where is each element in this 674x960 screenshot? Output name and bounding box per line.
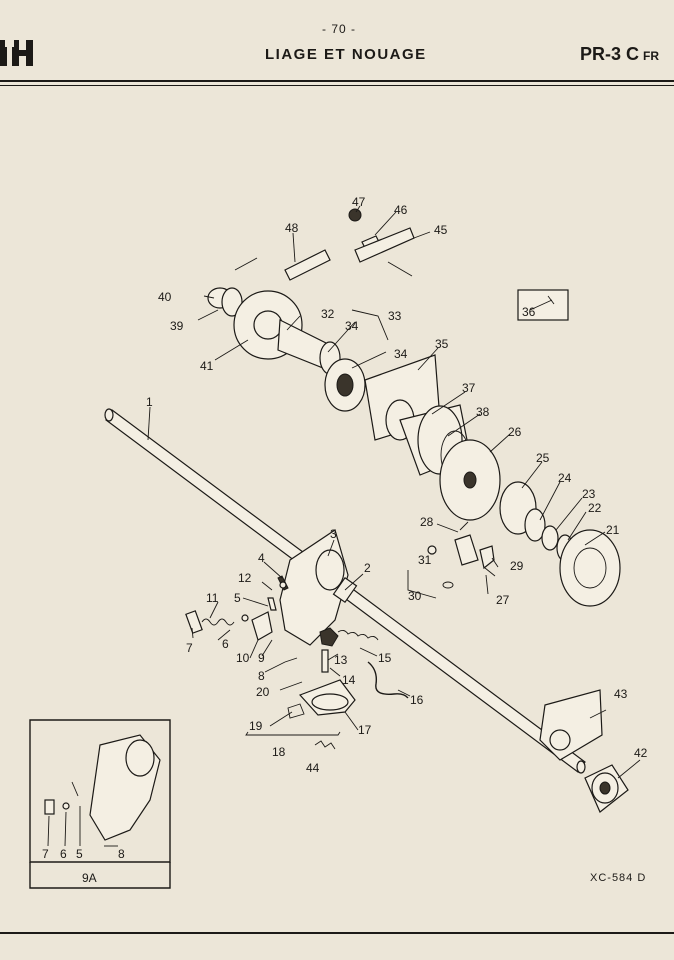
callout-2: 2 bbox=[364, 561, 371, 575]
callout-43: 43 bbox=[614, 687, 628, 701]
callout-44: 44 bbox=[306, 761, 320, 775]
header-rule bbox=[0, 80, 674, 82]
callout-10: 10 bbox=[236, 651, 250, 665]
callout-29: 29 bbox=[510, 559, 524, 573]
footer-rule bbox=[0, 932, 674, 934]
small-hardware-left bbox=[185, 575, 289, 641]
callout-37: 37 bbox=[462, 381, 476, 395]
callout-15: 15 bbox=[378, 651, 392, 665]
callout-7: 7 bbox=[186, 641, 193, 655]
callout-27: 27 bbox=[496, 593, 510, 607]
header-rule-thin bbox=[0, 85, 674, 86]
trip-lever-group bbox=[407, 521, 496, 599]
callout-32: 32 bbox=[321, 307, 335, 321]
ih-logo-icon bbox=[0, 38, 33, 66]
flange-bearing bbox=[584, 764, 629, 813]
callout-31: 31 bbox=[418, 553, 432, 567]
callout-30: 30 bbox=[408, 589, 422, 603]
callout-40: 40 bbox=[158, 290, 172, 304]
callout-28: 28 bbox=[420, 515, 434, 529]
callout-6: 6 bbox=[222, 637, 229, 651]
reference-code: XC-584 D bbox=[590, 872, 647, 884]
inset-9a: 7 6 5 8 9A bbox=[29, 719, 171, 889]
inset-callout-5: 5 bbox=[76, 847, 83, 861]
callout-48: 48 bbox=[285, 221, 299, 235]
callout-22: 22 bbox=[588, 501, 602, 515]
callout-3: 3 bbox=[330, 527, 337, 541]
callout-41: 41 bbox=[200, 359, 214, 373]
inset-label: 9A bbox=[82, 871, 97, 885]
model-name: PR-3 C bbox=[580, 44, 640, 64]
callout-9: 9 bbox=[258, 651, 265, 665]
callout-23: 23 bbox=[582, 487, 596, 501]
callout-42: 42 bbox=[634, 746, 648, 760]
callout-20: 20 bbox=[256, 685, 270, 699]
callout-18: 18 bbox=[272, 745, 286, 759]
callout-8: 8 bbox=[258, 669, 265, 683]
knotter-disc-stack bbox=[439, 439, 621, 607]
inset-callout-6: 6 bbox=[60, 847, 67, 861]
callout-36: 36 bbox=[522, 305, 536, 319]
callout-4: 4 bbox=[258, 551, 265, 565]
callout-11: 11 bbox=[206, 591, 219, 605]
leader-lines bbox=[147, 205, 641, 779]
knotter-parts-center bbox=[284, 627, 409, 750]
callout-19: 19 bbox=[249, 719, 263, 733]
callout-1: 1 bbox=[146, 395, 153, 409]
callout-25: 25 bbox=[536, 451, 550, 465]
callout-5: 5 bbox=[234, 591, 241, 605]
callout-13: 13 bbox=[334, 653, 348, 667]
callout-46: 46 bbox=[394, 203, 408, 217]
knotter-frame bbox=[279, 529, 358, 646]
callout-34-lower: 34 bbox=[394, 347, 408, 361]
callout-14: 14 bbox=[342, 673, 356, 687]
callout-38: 38 bbox=[476, 405, 490, 419]
callout-17: 17 bbox=[358, 723, 372, 737]
callout-35: 35 bbox=[435, 337, 449, 351]
callout-12: 12 bbox=[238, 571, 252, 585]
callout-21: 21 bbox=[606, 523, 620, 537]
model-suffix: FR bbox=[643, 49, 660, 63]
inset-callout-8: 8 bbox=[118, 847, 125, 861]
callout-33: 33 bbox=[388, 309, 402, 323]
callout-16: 16 bbox=[410, 693, 424, 707]
callout-47: 47 bbox=[352, 195, 366, 209]
end-bracket bbox=[539, 689, 603, 761]
section-title: LIAGE ET NOUAGE bbox=[265, 46, 427, 63]
callout-26: 26 bbox=[508, 425, 522, 439]
callout-39: 39 bbox=[170, 319, 184, 333]
inset-callout-7: 7 bbox=[42, 847, 49, 861]
page-number: - 70 - bbox=[322, 22, 357, 36]
callout-34-upper: 34 bbox=[345, 319, 359, 333]
callout-24: 24 bbox=[558, 471, 572, 485]
callout-45: 45 bbox=[434, 223, 448, 237]
